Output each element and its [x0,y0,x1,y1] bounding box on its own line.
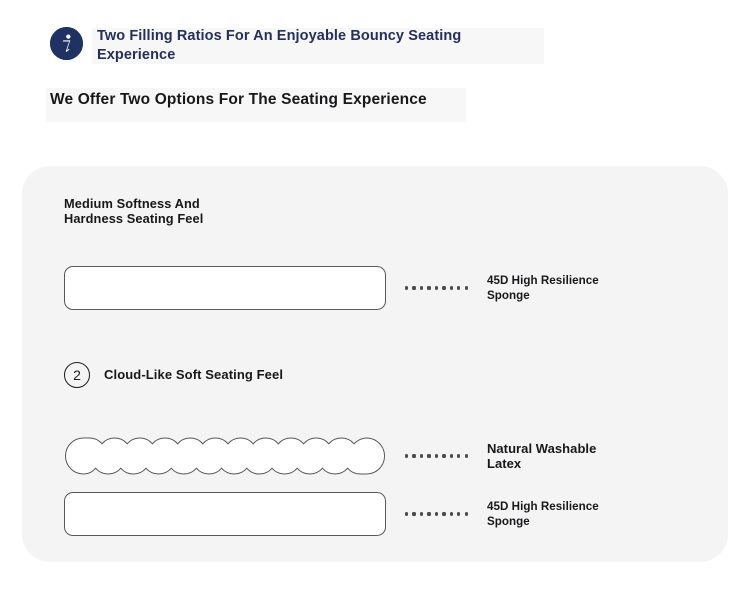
option-1-title: Medium Softness And Hardness Seating Fee… [64,196,204,227]
layer-row-latex: Natural Washable Latex [64,434,596,478]
info-icon [50,27,83,60]
dot [412,286,416,290]
dot [464,512,468,516]
dot [405,512,409,516]
dot [412,512,416,516]
layer-label-sponge-1: 45D High Resilience Sponge [486,273,599,302]
layer-label-latex: Natural Washable Latex [486,440,597,471]
dot [412,454,416,458]
dot [434,512,439,516]
option-2-badge: 2 [64,362,90,388]
info-title: Two Filling Ratios For An Enjoyable Boun… [97,28,462,64]
dot [434,454,439,458]
dot [427,512,431,516]
dot [442,286,446,290]
page-subheading: We Offer Two Options For The Seating Exp… [50,91,427,108]
option-block-2: 2 Cloud-Like Soft Seating Feel [64,362,283,388]
dot [457,512,461,516]
dot [405,454,409,458]
dot [464,454,468,458]
option-block-1: Medium Softness And Hardness Seating Fee… [64,196,203,226]
connector-dots-latex [405,454,468,458]
dot [457,454,461,458]
layer-visual-latex [64,434,386,478]
layer-visual-sponge-1 [64,266,386,310]
dot [457,286,461,290]
dot [449,454,453,458]
info-header: Two Filling Ratios For An Enjoyable Boun… [50,26,482,65]
dot [442,454,446,458]
dot [419,286,424,290]
dot [427,454,431,458]
connector-dots-1 [405,286,468,290]
layer-label-sponge-2: 45D High Resilience Sponge [486,499,599,528]
dot [442,512,446,516]
option-2-title: Cloud-Like Soft Seating Feel [104,367,284,383]
options-card: Medium Softness And Hardness Seating Fee… [22,166,728,562]
layer-visual-sponge-2 [64,492,386,536]
option-1-header: Medium Softness And Hardness Seating Fee… [64,196,203,226]
dot [449,512,453,516]
latex-cloud-shape [65,437,385,475]
sponge-slab-2 [64,492,386,536]
dot [405,286,409,290]
dot [419,512,424,516]
sponge-slab-1 [64,266,386,310]
option-2-header: 2 Cloud-Like Soft Seating Feel [64,362,283,388]
dot [427,286,431,290]
dot [449,286,453,290]
dot [419,454,424,458]
background-band-subheading [46,88,466,122]
dot [434,286,439,290]
dot [464,286,468,290]
layer-row-sponge-1: 45D High Resilience Sponge [64,266,599,310]
layer-row-sponge-2: 45D High Resilience Sponge [64,492,599,536]
connector-dots-2 [405,512,468,516]
background-band-top [92,28,544,64]
